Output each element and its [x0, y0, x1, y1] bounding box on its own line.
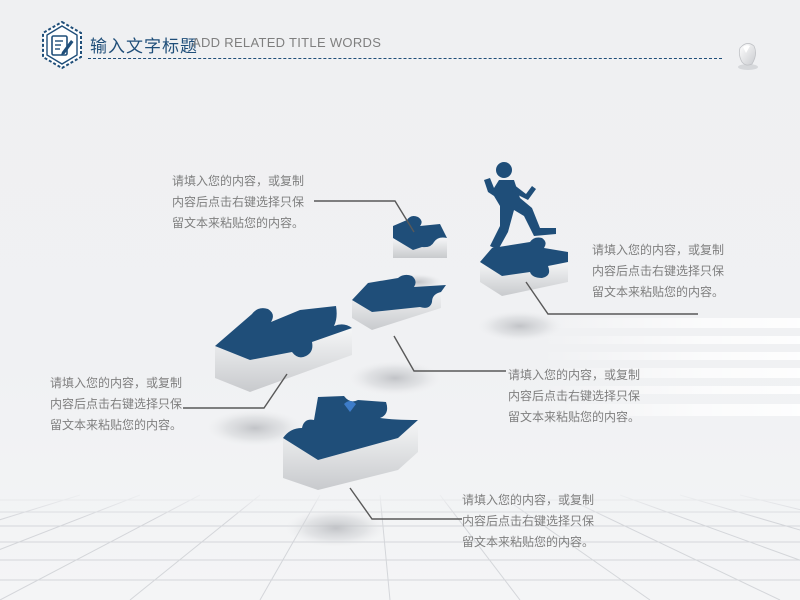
puzzle-piece-middle	[352, 274, 446, 330]
puzzle-piece-small	[393, 216, 447, 258]
leader-line-2	[525, 281, 698, 315]
shadow	[349, 361, 441, 395]
shadow	[478, 311, 562, 341]
leader-line-3	[393, 335, 506, 372]
page-subtitle: ADD RELATED TITLE WORDS	[192, 35, 382, 50]
leader-line-1	[314, 200, 415, 233]
page-title: 输入文字标题	[90, 37, 198, 57]
text-block-3: 请填入您的内容，或复制 内容后点击右键选择只保 留文本来粘贴您的内容。	[508, 368, 641, 424]
text-block-1: 请填入您的内容，或复制 内容后点击右键选择只保 留文本来粘贴您的内容。	[172, 174, 305, 230]
puzzle-piece-left	[215, 306, 352, 392]
leader-line-5	[349, 487, 462, 520]
text-block-2: 请填入您的内容，或复制 内容后点击右键选择只保 留文本来粘贴您的内容。	[592, 243, 725, 299]
header-divider	[88, 58, 722, 59]
shadow	[286, 509, 386, 547]
text-block-5: 请填入您的内容，或复制 内容后点击右键选择只保 留文本来粘贴您的内容。	[462, 493, 595, 549]
leader-line-4	[183, 373, 288, 409]
edit-document-icon	[42, 20, 82, 70]
puzzle-piece-bottom	[283, 396, 418, 490]
text-block-4: 请填入您的内容，或复制 内容后点击右键选择只保 留文本来粘贴您的内容。	[50, 376, 183, 432]
running-person-icon	[484, 162, 556, 250]
dial-knob-icon	[738, 43, 758, 70]
shadow	[207, 410, 303, 446]
puzzle-piece-right	[480, 237, 568, 296]
